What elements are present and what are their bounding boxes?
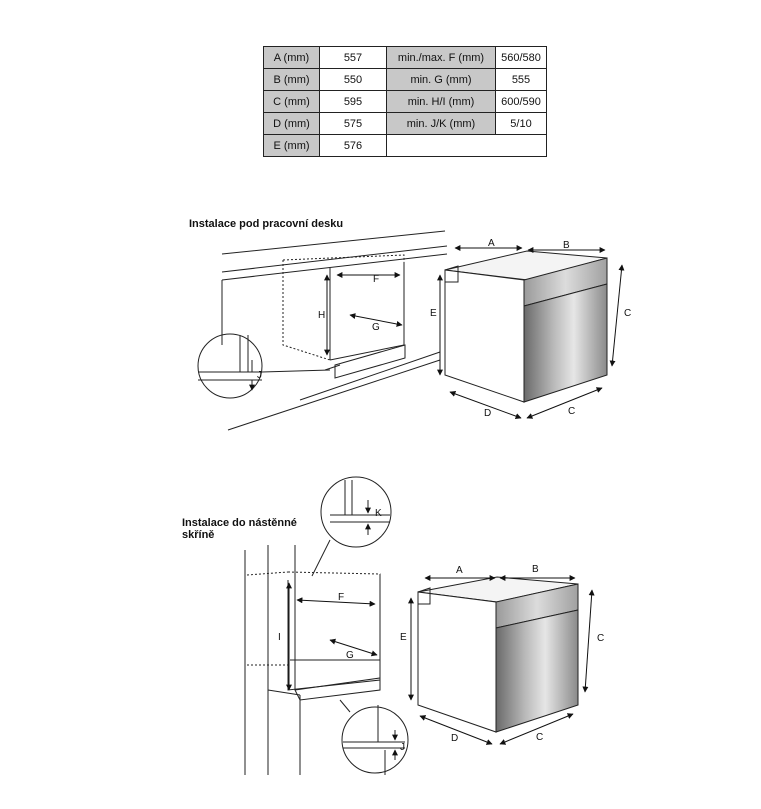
key-cell: B (mm) (263, 68, 320, 91)
label-j: J (257, 370, 262, 381)
key-cell: A (mm) (263, 46, 320, 69)
label-d: D (484, 408, 491, 419)
key-cell: min./max. F (mm) (386, 46, 496, 69)
key-cell: min. G (mm) (386, 68, 496, 91)
detail-circle-j (197, 333, 331, 399)
value-cell: 576 (319, 134, 387, 157)
wall-cabinet-scene (244, 545, 381, 775)
dimensions-table: A (mm) 557 min./max. F (mm) 560/580 B (m… (263, 46, 547, 157)
section2-title-line2: skříně (182, 529, 215, 541)
value-cell: 557 (319, 46, 387, 69)
label-c3: C (597, 633, 604, 644)
label-f: F (373, 274, 379, 285)
label-c: C (624, 308, 631, 319)
oven-2 (417, 576, 579, 733)
detail-circle-k (311, 476, 392, 577)
label-h: H (318, 310, 325, 321)
label-i: I (278, 632, 281, 643)
label-d2: D (451, 733, 458, 744)
key-cell: D (mm) (263, 112, 320, 135)
label-b2: B (532, 564, 539, 575)
worktop-scene (221, 230, 448, 431)
label-g: G (372, 322, 380, 333)
label-j2: J (400, 742, 405, 753)
dimension-d (449, 391, 522, 419)
label-c4: C (536, 732, 543, 743)
empty-cell (386, 134, 547, 157)
section1-title: Instalace pod pracovní desku (189, 218, 344, 230)
dimension-g2 (329, 638, 378, 657)
dimension-c (609, 264, 625, 367)
label-b: B (563, 240, 570, 251)
label-k: K (375, 508, 382, 519)
table-row: E (mm) 576 (263, 134, 547, 157)
table-row: A (mm) 557 min./max. F (mm) 560/580 (263, 46, 547, 69)
table-row: D (mm) 575 min. J/K (mm) 5/10 (263, 112, 547, 135)
dimension-d2 (419, 715, 493, 745)
detail-circle-j2 (339, 699, 409, 775)
label-c2: C (568, 406, 575, 417)
key-cell: min. J/K (mm) (386, 112, 496, 135)
dimension-c2 (526, 387, 603, 419)
dimension-c3 (582, 589, 595, 693)
table-row: C (mm) 595 min. H/I (mm) 600/590 (263, 90, 547, 113)
dimension-c4 (499, 713, 574, 745)
dimension-g (349, 313, 403, 327)
key-cell: C (mm) (263, 90, 320, 113)
oven-1 (444, 250, 608, 403)
label-e2: E (400, 632, 407, 643)
label-a2: A (456, 565, 463, 576)
section2-title-line1: Instalace do nástěnné (182, 517, 297, 529)
key-cell: min. H/I (mm) (386, 90, 496, 113)
value-cell: 575 (319, 112, 387, 135)
dimension-f2 (296, 597, 376, 607)
label-g2: G (346, 650, 354, 661)
label-a: A (488, 238, 495, 249)
key-cell: E (mm) (263, 134, 320, 157)
label-f2: F (338, 592, 344, 603)
value-cell: 5/10 (495, 112, 547, 135)
label-e: E (430, 308, 437, 319)
value-cell: 550 (319, 68, 387, 91)
value-cell: 560/580 (495, 46, 547, 69)
